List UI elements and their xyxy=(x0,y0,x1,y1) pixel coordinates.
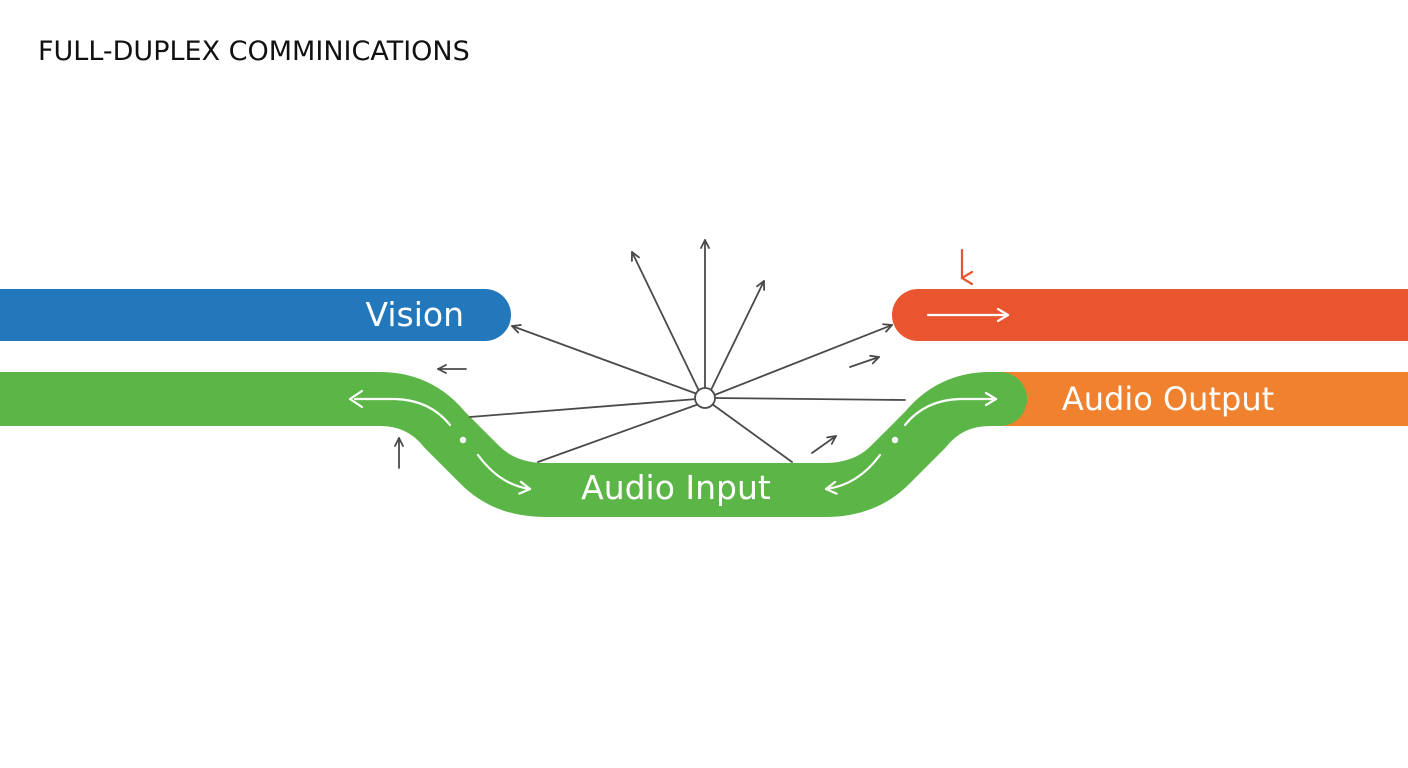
arrow-icon-right xyxy=(849,354,880,368)
arrow-icon-diagonal xyxy=(811,435,837,454)
connector-right xyxy=(713,397,906,401)
hub-connectors xyxy=(469,239,906,463)
left-flow-dot xyxy=(459,436,467,444)
audio-output-band xyxy=(985,372,1408,426)
connector-down-right xyxy=(711,403,793,463)
connector-up-left xyxy=(630,251,701,394)
connector-down-left xyxy=(537,403,700,463)
hub-circle-icon xyxy=(694,387,716,409)
connector-left xyxy=(469,398,698,418)
right-down-flow-arrow xyxy=(824,453,882,489)
audio-input-band xyxy=(0,372,1027,517)
right-flow-dot xyxy=(891,436,899,444)
left-flow-arrow xyxy=(353,397,452,427)
connector-to-vision xyxy=(511,324,701,396)
audio-input-label: Audio Input xyxy=(581,468,771,507)
left-down-flow-arrow xyxy=(476,453,532,489)
left-flow-arrow-head xyxy=(348,389,364,409)
connector-to-output xyxy=(711,323,893,397)
output-top-band xyxy=(892,289,1408,341)
diagram-title: FULL-DUPLEX COMMINICATIONS xyxy=(38,36,470,67)
vision-label: Vision xyxy=(366,295,464,334)
right-flow-arrow xyxy=(903,399,998,427)
floating-arrows xyxy=(394,354,880,469)
vision-band xyxy=(0,289,511,341)
audio-output-label: Audio Output xyxy=(1062,380,1274,418)
connector-up-right xyxy=(709,280,765,393)
